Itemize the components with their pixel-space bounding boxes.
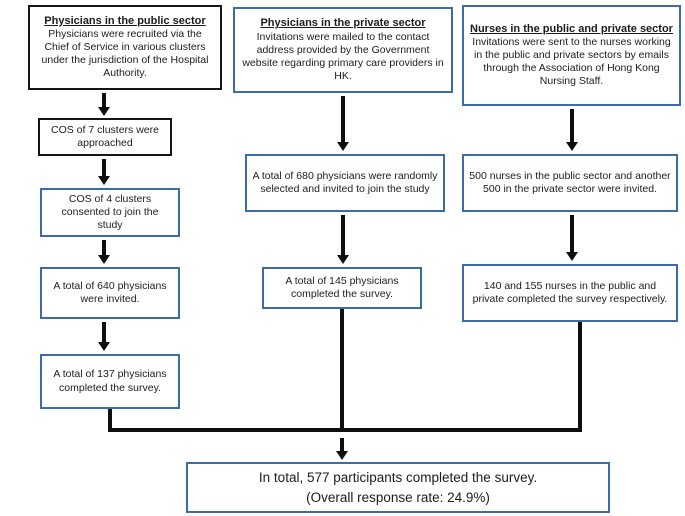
- box-body: COS of 7 clusters were approached: [51, 123, 159, 149]
- arrow-down-icon: [570, 215, 574, 252]
- box-nurses-header: Nurses in the public and private sector …: [462, 5, 681, 106]
- connector-horizontal: [108, 428, 582, 432]
- arrow-down-icon: [570, 109, 574, 142]
- connector-left-vertical: [108, 409, 112, 432]
- connector-right-vertical: [578, 322, 582, 432]
- arrow-down-icon: [102, 93, 106, 107]
- box-body: 500 nurses in the public sector and anot…: [469, 169, 671, 195]
- box-1000-nurses-invited: 500 nurses in the public sector and anot…: [462, 154, 678, 212]
- box-public-physicians-header: Physicians in the public sector Physicia…: [28, 5, 222, 90]
- box-title: Nurses in the public and private sector: [470, 22, 673, 35]
- box-title: Physicians in the private sector: [260, 17, 426, 30]
- box-body: COS of 4 clusters consented to join the …: [61, 192, 159, 231]
- connector-middle-vertical: [340, 309, 344, 432]
- box-total-summary: In total, 577 participants completed the…: [186, 462, 610, 513]
- box-private-physicians-header: Physicians in the private sector Invitat…: [233, 7, 453, 93]
- box-body: A total of 137 physicians completed the …: [53, 368, 167, 394]
- box-137-completed: A total of 137 physicians completed the …: [40, 354, 180, 409]
- box-680-invited: A total of 680 physicians were randomly …: [245, 154, 445, 212]
- box-body: A total of 640 physicians were invited.: [53, 279, 167, 305]
- box-nurses-completed: 140 and 155 nurses in the public and pri…: [462, 264, 678, 322]
- box-title: Physicians in the public sector: [44, 14, 206, 27]
- arrow-down-icon: [102, 322, 106, 342]
- total-line-1: In total, 577 participants completed the…: [258, 469, 538, 485]
- box-body: Physicians were recruited via the Chief …: [41, 28, 209, 80]
- box-cos-approached: COS of 7 clusters were approached: [38, 118, 172, 156]
- box-body: A total of 680 physicians were randomly …: [252, 169, 438, 195]
- box-body: 140 and 155 nurses in the public and pri…: [472, 279, 668, 305]
- box-body: A total of 145 physicians completed the …: [285, 274, 399, 300]
- arrow-down-icon: [102, 240, 106, 255]
- arrow-down-icon: [102, 159, 106, 176]
- box-cos-consented: COS of 4 clusters consented to join the …: [40, 188, 180, 237]
- arrow-down-icon: [340, 438, 344, 451]
- box-body: Invitations were mailed to the contact a…: [242, 30, 444, 82]
- total-line-2: (Overall response rate: 24.9%): [306, 489, 490, 505]
- box-640-invited: A total of 640 physicians were invited.: [40, 267, 180, 319]
- arrow-down-icon: [341, 96, 345, 142]
- box-body: Invitations were sent to the nurses work…: [472, 36, 671, 88]
- box-145-completed: A total of 145 physicians completed the …: [262, 267, 422, 309]
- arrow-down-icon: [341, 215, 345, 255]
